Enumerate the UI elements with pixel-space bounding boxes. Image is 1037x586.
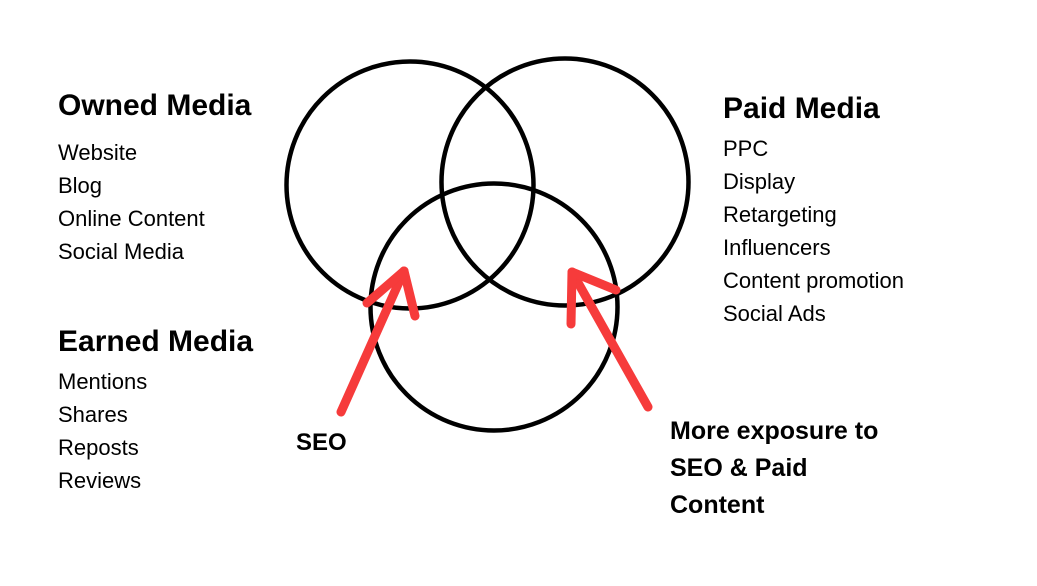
- more-exposure-arrow-head: [566, 267, 621, 329]
- more-exposure-label: More exposure to SEO & Paid Content: [670, 413, 878, 524]
- list-item: Display: [723, 169, 796, 194]
- list-item: Retargeting: [723, 202, 837, 227]
- list-item: Social Media: [58, 239, 184, 264]
- list-item: Shares: [58, 402, 128, 427]
- paid-media-title: Paid Media: [723, 92, 880, 125]
- more-exposure-arrow: [566, 267, 653, 412]
- seo-arrow-head: [362, 266, 420, 321]
- earned-media-title: Earned Media: [58, 325, 254, 358]
- seo-arrow: [336, 266, 420, 417]
- list-item: Reposts: [58, 435, 139, 460]
- owned-media-title: Owned Media: [58, 89, 252, 122]
- list-item: Social Ads: [723, 301, 826, 326]
- earned-media-list: Mentions Shares Reposts Reviews: [58, 365, 253, 497]
- list-item: Reviews: [58, 468, 142, 493]
- earned-media-section: Earned Media Mentions Shares Reposts Rev…: [58, 325, 253, 497]
- paid-media-section: Paid Media PPC Display Retargeting Influ…: [723, 92, 904, 330]
- more-exposure-arrow-shaft: [567, 267, 653, 412]
- seo-label: SEO: [296, 429, 347, 456]
- more-exposure-line: SEO & Paid: [670, 454, 808, 482]
- list-item: Website: [58, 140, 138, 165]
- list-item: Online Content: [58, 206, 205, 231]
- list-item: PPC: [723, 136, 769, 161]
- earned-media-circle: [368, 181, 620, 433]
- owned-media-list: Website Blog Online Content Social Media: [58, 136, 251, 268]
- owned-media-section: Owned Media Website Blog Online Content …: [58, 89, 251, 268]
- list-item: Blog: [58, 173, 103, 198]
- list-item: Content promotion: [723, 268, 904, 293]
- seo-arrow-shaft: [336, 266, 409, 417]
- list-item: Mentions: [58, 369, 148, 394]
- paid-media-circle: [439, 56, 691, 308]
- more-exposure-line: More exposure to: [670, 417, 879, 445]
- list-item: Influencers: [723, 235, 831, 260]
- paid-media-list: PPC Display Retargeting Influencers Cont…: [723, 132, 904, 330]
- more-exposure-line: Content: [670, 491, 765, 519]
